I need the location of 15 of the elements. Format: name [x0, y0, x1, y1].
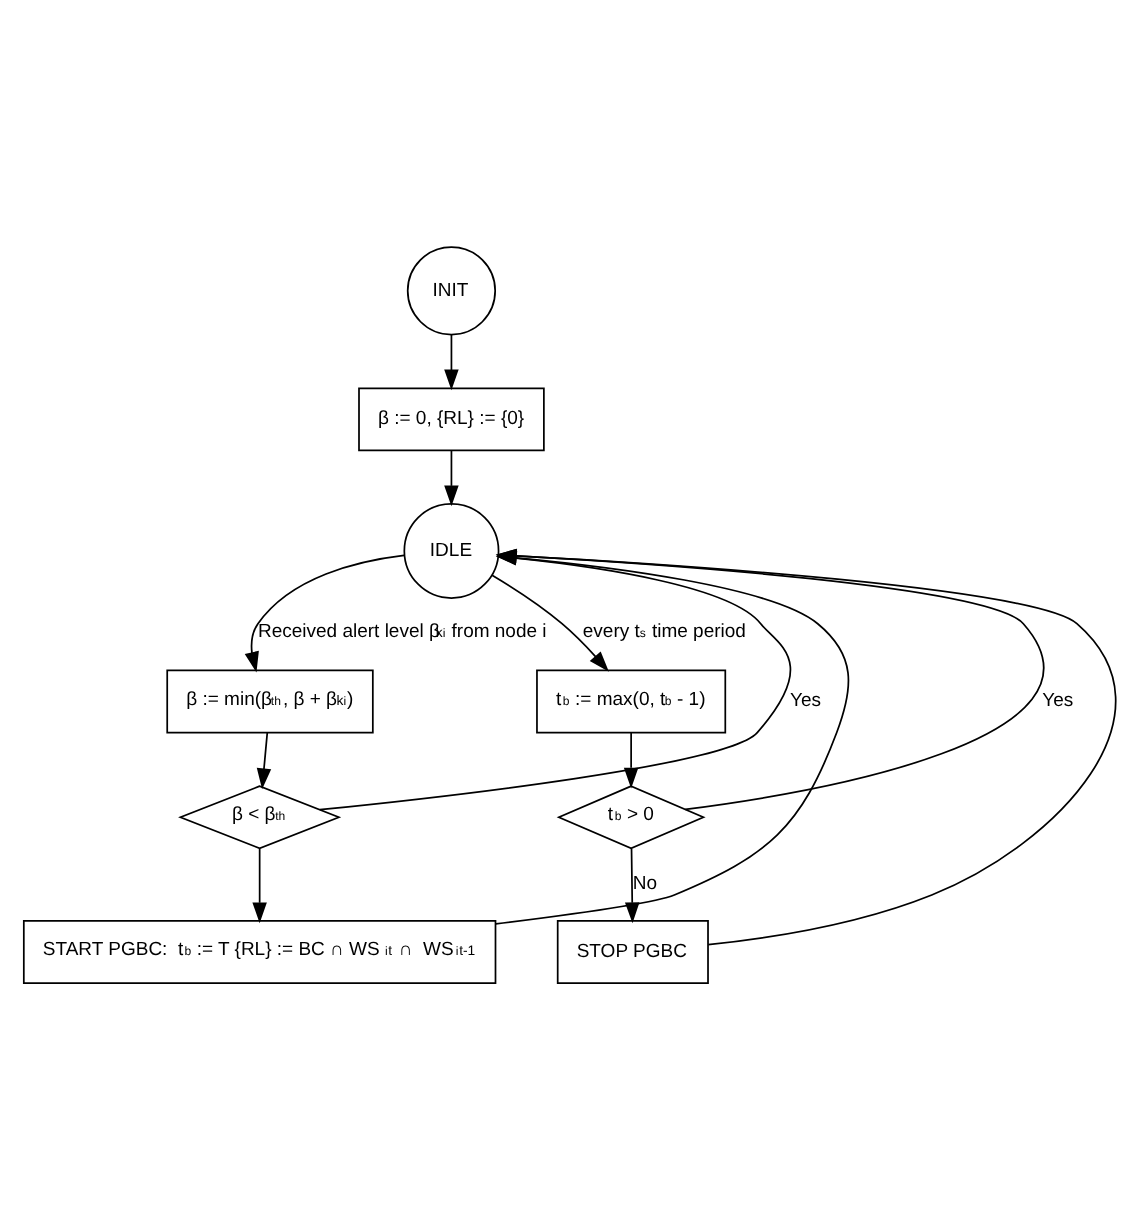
arrow	[491, 573, 609, 671]
arrow	[444, 448, 459, 506]
edge-label: Yes	[1042, 689, 1074, 712]
arrow	[624, 846, 640, 923]
node-circle: INIT	[406, 245, 497, 335]
edge-label: No	[632, 872, 658, 895]
arrow	[256, 730, 272, 789]
node-circle: IDLE	[403, 501, 500, 598]
arrow	[252, 846, 267, 923]
edge-label: Yes	[790, 689, 822, 712]
node-box: β := 0, {RL} := {0}	[358, 386, 545, 451]
arrow	[623, 730, 639, 788]
arrow	[244, 553, 405, 672]
arrow	[444, 333, 459, 390]
node-box: STOP PGBC	[556, 919, 709, 983]
